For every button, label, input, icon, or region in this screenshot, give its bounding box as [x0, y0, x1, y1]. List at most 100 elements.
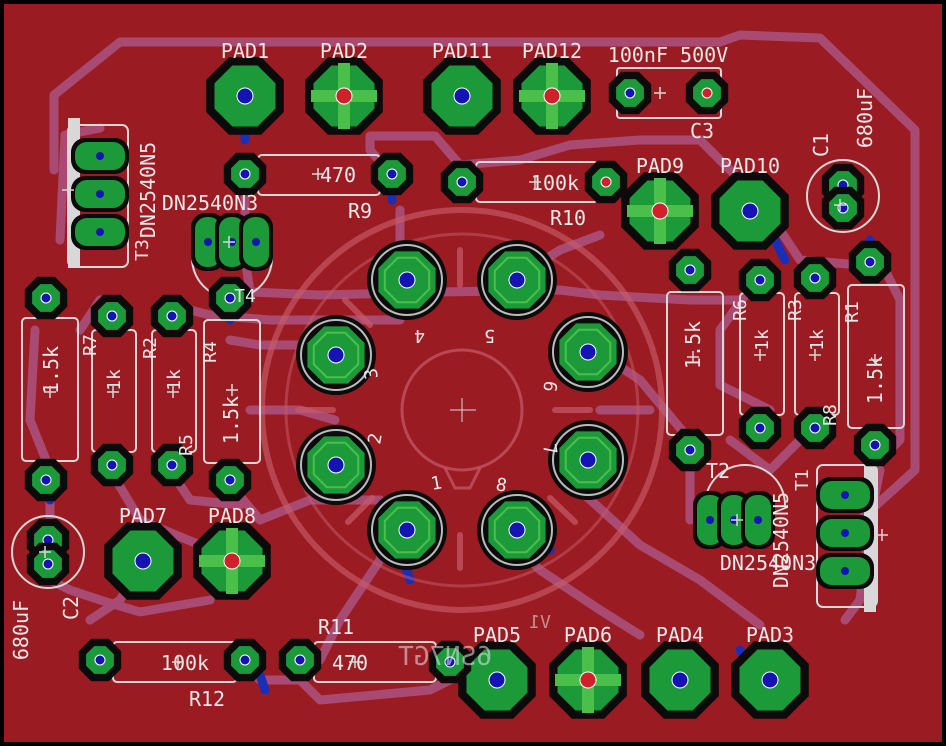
r12-value: 100k	[161, 651, 209, 675]
lead-pad[interactable]	[685, 71, 729, 115]
lead-pad[interactable]	[584, 160, 628, 204]
r5-ref: R5	[176, 434, 197, 456]
pin-drill	[327, 456, 345, 474]
lead-pad[interactable]	[223, 152, 267, 196]
pad-drill	[386, 168, 398, 180]
pad-drill	[444, 656, 456, 668]
tube-pin-4[interactable]	[367, 240, 447, 320]
lead-pad[interactable]	[668, 248, 712, 292]
socket-divider	[342, 297, 373, 328]
lead-pad[interactable]	[24, 458, 68, 502]
pad8-pad[interactable]	[193, 522, 271, 600]
lead-drill	[841, 567, 849, 575]
pad3-pad[interactable]	[731, 641, 809, 719]
pin-inner-ring	[564, 328, 612, 376]
tube-pin-1[interactable]	[367, 490, 447, 570]
lead-pad[interactable]	[428, 640, 472, 684]
tube-pin-number: 8	[494, 474, 508, 497]
r2-value: 1k	[164, 369, 185, 391]
tube-pin-3[interactable]	[296, 315, 376, 395]
pad-drill	[239, 168, 251, 180]
t4-value: DN2540N3	[162, 191, 258, 215]
r6-ref: R6	[730, 299, 751, 321]
lead-pad[interactable]	[793, 256, 837, 300]
c2-lead-pad[interactable]	[26, 542, 70, 586]
r6-value: 1k	[752, 329, 773, 351]
pad1-pad[interactable]	[206, 57, 284, 135]
pin-inner-ring	[564, 436, 612, 484]
r4-ref: R4	[200, 341, 221, 363]
r3-ref: R3	[785, 299, 806, 321]
pad-drill	[864, 256, 876, 268]
r3-value: 1k	[807, 329, 828, 351]
pad-drill	[224, 474, 236, 486]
t1-leads[interactable]	[816, 477, 874, 589]
lead-pad[interactable]	[90, 443, 134, 487]
lead-drill	[96, 152, 104, 160]
lead-pad[interactable]	[440, 160, 484, 204]
pad1-label: PAD1	[221, 39, 269, 63]
c1-value: 680uF	[853, 88, 877, 148]
pad-drill	[224, 292, 236, 304]
lead-pad[interactable]	[793, 406, 837, 450]
t4-leads[interactable]	[191, 213, 273, 271]
t2-ref: T2	[706, 459, 730, 483]
lead-drill	[96, 190, 104, 198]
c1-ref: C1	[809, 133, 833, 157]
lead-pad[interactable]	[853, 423, 897, 467]
tube-pin-7[interactable]	[548, 420, 628, 500]
lead-pad[interactable]	[223, 638, 267, 682]
pad4-pad[interactable]	[641, 641, 719, 719]
lead-pad[interactable]	[668, 428, 712, 472]
pad2-pad[interactable]	[305, 57, 383, 135]
lead-drill	[706, 516, 714, 524]
pad11-pad[interactable]	[423, 57, 501, 135]
tube-pin-5[interactable]	[477, 240, 557, 320]
lead-pad[interactable]	[738, 406, 782, 450]
pad-drill	[579, 671, 597, 689]
c1-outline	[806, 159, 880, 233]
pin-silk-ring	[481, 494, 553, 566]
tube-pin-8[interactable]	[477, 490, 557, 570]
pad12-pad[interactable]	[513, 57, 591, 135]
pad-drill	[684, 264, 696, 276]
lead-pad[interactable]	[370, 152, 414, 196]
lead-pad[interactable]	[738, 258, 782, 302]
r2-ref: R2	[140, 337, 161, 359]
c1-lead-pad[interactable]	[821, 186, 865, 230]
t2-value: DN2540N3	[720, 551, 816, 575]
pin-drill	[508, 271, 526, 289]
pad-drill	[754, 274, 766, 286]
tube-pin-6[interactable]	[548, 312, 628, 392]
t3-leads[interactable]	[71, 138, 129, 250]
pad4-label: PAD4	[656, 623, 704, 647]
pad-drill	[741, 202, 759, 220]
t3-ref: T3	[132, 239, 153, 261]
pin-silk-ring	[371, 244, 443, 316]
t1-value: DN2540N5	[769, 492, 793, 588]
tube-pin-2[interactable]	[296, 425, 376, 505]
lead-pad[interactable]	[208, 458, 252, 502]
lead-pad[interactable]	[24, 276, 68, 320]
lead-pad[interactable]	[78, 638, 122, 682]
pad6-pad[interactable]	[549, 641, 627, 719]
pad-drill	[106, 459, 118, 471]
lead-pad[interactable]	[150, 294, 194, 338]
pad9-pad[interactable]	[621, 172, 699, 250]
lead-pad[interactable]	[608, 71, 652, 115]
tube-pin-number: 5	[484, 325, 495, 346]
pad-drill	[651, 202, 669, 220]
lead-pad[interactable]	[278, 638, 322, 682]
pad10-pad[interactable]	[711, 172, 789, 250]
lead-pad[interactable]	[150, 443, 194, 487]
lead-pad[interactable]	[90, 294, 134, 338]
pad5-pad[interactable]	[458, 641, 536, 719]
pad-drill	[684, 444, 696, 456]
lead-pad[interactable]	[208, 276, 252, 320]
t2-leads[interactable]	[693, 491, 775, 549]
lead-pad[interactable]	[848, 240, 892, 284]
pad7-pad[interactable]	[104, 522, 182, 600]
r10-ref: R10	[550, 206, 586, 230]
